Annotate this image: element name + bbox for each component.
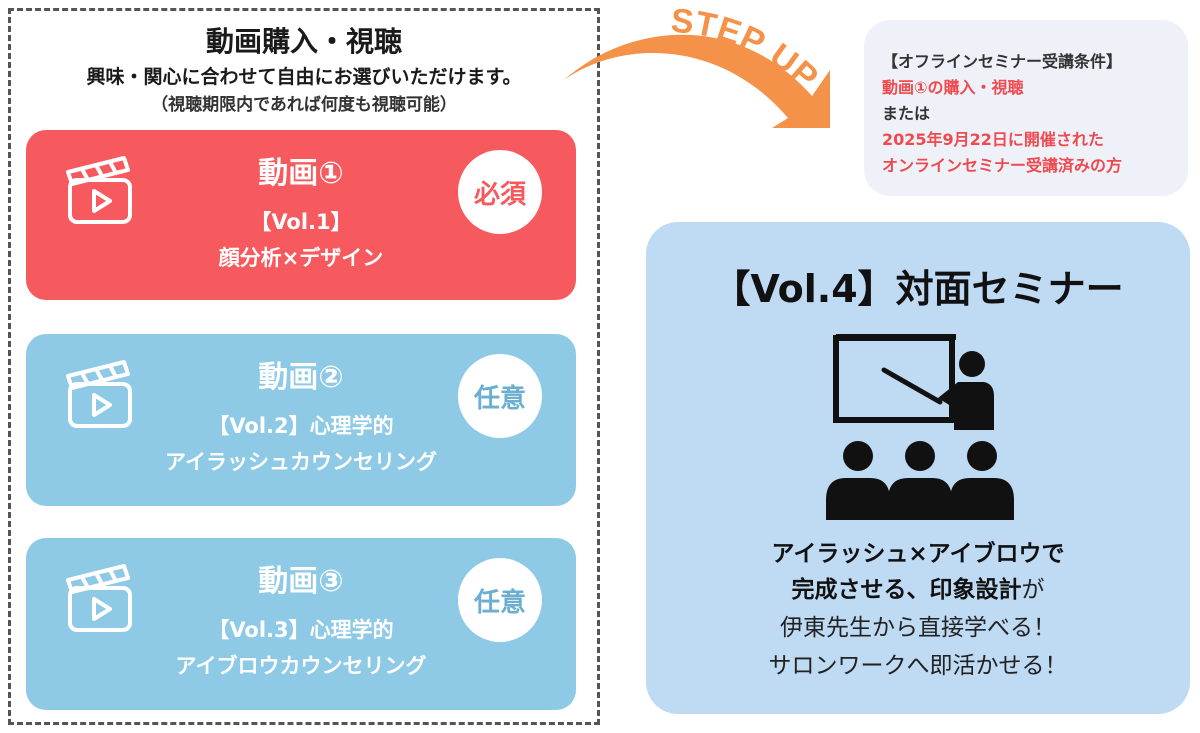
card-title: 動画③ <box>258 564 344 599</box>
condition-line-3: 2025年9月22日に開催された <box>882 130 1104 149</box>
condition-line-1: 動画①の購入・視聴 <box>882 78 1024 97</box>
card-topic: アイラッシュカウンセリング <box>165 450 437 474</box>
presentation-audience-icon <box>826 334 1014 520</box>
condition-line-2: または <box>882 104 931 123</box>
video-clapper-icon <box>66 156 132 224</box>
card-vol: 【Vol.1】 <box>250 210 352 234</box>
condition-header: 【オフラインセミナー受講条件】 <box>882 52 1123 71</box>
card-title: 動画① <box>258 156 344 191</box>
optional-badge: 任意 <box>458 558 542 642</box>
required-badge: 必須 <box>458 150 542 234</box>
step-up-arrow: STEP UP <box>564 2 830 128</box>
video-clapper-icon <box>66 360 132 428</box>
curved-arrow-icon <box>564 34 830 128</box>
card-vol: 【Vol.3】心理学的 <box>208 618 394 642</box>
video-card-3[interactable]: 動画③ 【Vol.3】心理学的 アイブロウカウンセリング 任意 <box>26 538 576 710</box>
seminar-line-2-tail: が <box>1021 577 1045 603</box>
condition-line-4: オンラインセミナー受講済みの方 <box>882 156 1123 175</box>
card-title: 動画② <box>258 360 344 395</box>
card-vol: 【Vol.2】心理学的 <box>208 414 394 438</box>
video-clapper-icon <box>66 564 132 632</box>
seminar-line-1: アイラッシュ×アイブロウで <box>771 541 1065 567</box>
seminar-line-2-bold: 完成させる、印象設計 <box>791 577 1022 603</box>
condition-box: 【オフラインセミナー受講条件】 動画①の購入・視聴 または 2025年9月22日… <box>864 20 1188 196</box>
seminar-line-2: 完成させる、印象設計が <box>646 570 1190 604</box>
seminar-box: 【Vol.4】対面セミナー アイラッシュ×アイブロウで 完成させる、印象設計が … <box>646 222 1190 714</box>
seminar-line-3: 伊東先生から直接学べる！ <box>780 615 1056 641</box>
seminar-title: 【Vol.4】対面セミナー <box>712 267 1124 311</box>
video-card-2[interactable]: 動画② 【Vol.2】心理学的 アイラッシュカウンセリング 任意 <box>26 334 576 506</box>
seminar-line-4: サロンワークへ即活かせる！ <box>768 653 1068 679</box>
left-note: （視聴期限内であれば何度も視聴可能） <box>151 95 457 115</box>
left-subtitle: 興味・関心に合わせて自由にお選びいただけます。 <box>86 66 522 88</box>
video-card-1[interactable]: 動画① 【Vol.1】 顔分析×デザイン 必須 <box>26 130 576 300</box>
optional-badge: 任意 <box>458 354 542 438</box>
left-title: 動画購入・視聴 <box>205 25 402 58</box>
left-dashed-frame <box>8 8 600 725</box>
card-topic: アイブロウカウンセリング <box>175 654 427 678</box>
card-topic: 顔分析×デザイン <box>218 246 384 270</box>
